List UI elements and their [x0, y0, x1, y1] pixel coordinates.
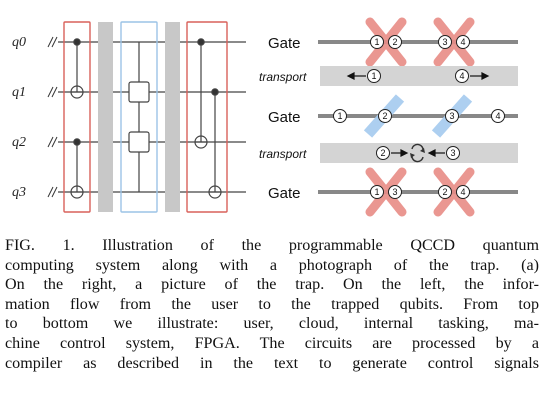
- trap-row-gate-3: Gate 1 3 2 4: [268, 167, 518, 217]
- row-label-transport-1: transport: [259, 70, 307, 84]
- ion-3: 3: [392, 187, 397, 197]
- ion-2: 2: [380, 148, 385, 158]
- caption-line: mation flow from the user to the trapped…: [5, 295, 539, 313]
- caption-line: chine control system, FPGA. The circuits…: [5, 334, 539, 352]
- qubit-label-q1: q1: [12, 85, 26, 100]
- trap-row-gate-2: Gate 1 2 3 4: [268, 94, 518, 138]
- qubit-label-q3: q3: [12, 185, 26, 200]
- swap-icon: [410, 143, 425, 163]
- ion-1: 1: [374, 187, 379, 197]
- ion-4: 4: [495, 111, 500, 121]
- ion-4: 4: [460, 37, 465, 47]
- row-label-gate-3: Gate: [268, 185, 301, 202]
- red-x-marker: [365, 167, 407, 217]
- qubit-label-q2: q2: [12, 135, 26, 150]
- ion-4: 4: [460, 187, 465, 197]
- row-label-gate-2: Gate: [268, 109, 301, 126]
- red-x-marker: [433, 167, 475, 217]
- ion-4: 4: [459, 71, 464, 81]
- ion-1: 1: [371, 71, 376, 81]
- trap-row-transport-2: transport 2 3: [259, 143, 518, 163]
- caption-line: to bottom we illustrate: user, cloud, in…: [5, 315, 539, 333]
- figure-caption: FIG. 1. Illustration of the programmable…: [5, 236, 539, 373]
- caption-line: compiler as described in the text to gen…: [5, 354, 539, 372]
- gate-layer-box-3: [186, 21, 228, 213]
- transport-band: [320, 143, 518, 163]
- figure-1: q0 q1 q2 q3: [12, 17, 518, 217]
- ion-2: 2: [392, 37, 397, 47]
- ion-3: 3: [449, 111, 454, 121]
- row-label-gate-1: Gate: [268, 35, 301, 52]
- quantum-circuit: q0 q1 q2 q3: [12, 21, 246, 213]
- caption-line: FIG. 1. Illustration of the programmable…: [5, 237, 539, 254]
- caption-line: computing system along with a photograph…: [5, 256, 539, 274]
- gate-layer-box-2: [120, 21, 158, 213]
- trap-diagram: Gate 1 2 3 4 transport 1: [259, 17, 518, 217]
- caption-line: On the right, a picture of the trap. On …: [5, 276, 539, 294]
- bundle-slashes: [47, 36, 58, 198]
- red-x-marker: [433, 17, 475, 67]
- qubit-label-q0: q0: [12, 35, 26, 50]
- red-x-marker: [365, 17, 407, 67]
- ion-3: 3: [442, 37, 447, 47]
- ion-2: 2: [442, 187, 447, 197]
- ion-1: 1: [374, 37, 379, 47]
- trap-row-transport-1: transport 1 4: [259, 66, 518, 86]
- two-qubit-gates-layer-2: [128, 42, 150, 192]
- gate-layer-box-1: [63, 21, 91, 213]
- barrier-2: [165, 22, 180, 212]
- ion-1: 1: [337, 111, 342, 121]
- cnot-gates-layer-1: [70, 38, 84, 199]
- ion-2: 2: [382, 111, 387, 121]
- trap-row-gate-1: Gate 1 2 3 4: [268, 17, 518, 67]
- barrier-1: [98, 22, 113, 212]
- cnot-gates-layer-3: [194, 38, 222, 199]
- ion-3: 3: [450, 148, 455, 158]
- row-label-transport-2: transport: [259, 147, 307, 161]
